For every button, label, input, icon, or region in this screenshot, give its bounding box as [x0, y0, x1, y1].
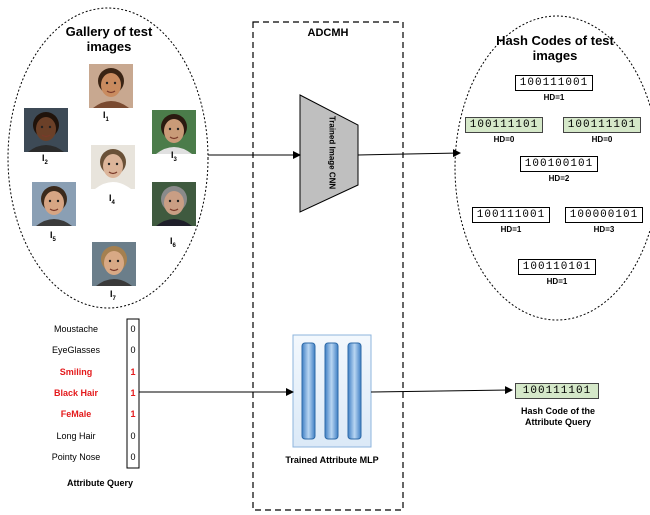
attribute-value-3: 1 [130, 366, 136, 377]
attribute-name-6: Long Hair [56, 430, 96, 441]
face-label-4: I4 [109, 193, 115, 206]
face-label-6: I6 [170, 236, 176, 249]
attribute-name-3: Smiling [59, 366, 93, 377]
arrow-mlp-to-query-hash [370, 386, 513, 395]
attribute-query-title: Attribute Query [66, 478, 133, 488]
attribute-value-6: 0 [130, 430, 136, 441]
query-hash-title: Hash Code of the Attribute Query [520, 406, 595, 427]
gallery-ellipse [7, 7, 209, 309]
face-label-1: I1 [103, 110, 109, 123]
hamming-distance-2: HD=0 [493, 135, 515, 144]
face-label-5: I5 [50, 230, 56, 243]
attribute-name-5: FeMale [60, 409, 92, 420]
face-image-6 [152, 182, 196, 226]
attribute-value-4: 1 [130, 387, 136, 398]
hamming-distance-4: HD=2 [548, 174, 570, 183]
attribute-value-1: 0 [130, 324, 136, 334]
arrow-cnn-to-hash [357, 149, 461, 158]
hamming-distance-7: HD=1 [546, 277, 568, 286]
cnn-label: Trained Image CNN [327, 115, 337, 190]
face-image-4 [91, 145, 135, 189]
adcmh-title: ADCMH [307, 27, 349, 39]
attribute-name-7: Pointy Nose [51, 451, 101, 462]
hash-code-7: 100110101 [518, 259, 596, 275]
mlp-bar-3 [347, 342, 362, 440]
hash-code-1: 100111001 [515, 75, 593, 91]
attribute-value-7: 0 [130, 451, 136, 462]
mlp-bar-1 [301, 342, 316, 440]
attribute-name-4: Black Hair [53, 387, 99, 398]
hash-code-5: 100111001 [472, 207, 550, 223]
adcmh-box [252, 21, 404, 511]
attribute-name-1: Moustache [53, 324, 99, 334]
hash-code-4: 100100101 [520, 156, 598, 172]
face-image-2 [24, 108, 68, 152]
gallery-title: Gallery of test images [65, 24, 153, 54]
hash-code-2: 100111101 [465, 117, 543, 133]
hash-code-6: 100000101 [565, 207, 643, 223]
hash-codes-title: Hash Codes of test images [496, 33, 614, 63]
cnn-trapezoid [299, 94, 359, 213]
attribute-value-2: 0 [130, 345, 136, 356]
hash-code-3: 100111101 [563, 117, 641, 133]
face-image-3 [152, 110, 196, 154]
hamming-distance-6: HD=3 [593, 225, 615, 234]
attribute-value-5: 1 [130, 409, 136, 420]
hamming-distance-3: HD=0 [591, 135, 613, 144]
face-image-7 [92, 242, 136, 286]
hash-ellipse [454, 15, 650, 321]
mlp-label: Trained Attribute MLP [285, 455, 379, 465]
query-hash-code: 100111101 [515, 383, 599, 399]
attribute-name-2: EyeGlasses [51, 345, 101, 356]
hamming-distance-5: HD=1 [500, 225, 522, 234]
face-label-7: I7 [110, 289, 116, 302]
face-label-3: I3 [171, 150, 177, 163]
face-image-5 [32, 182, 76, 226]
face-image-1 [89, 64, 133, 108]
mlp-bar-2 [324, 342, 339, 440]
hamming-distance-1: HD=1 [543, 93, 565, 102]
face-label-2: I2 [42, 153, 48, 166]
attribute-value-box [126, 318, 140, 469]
